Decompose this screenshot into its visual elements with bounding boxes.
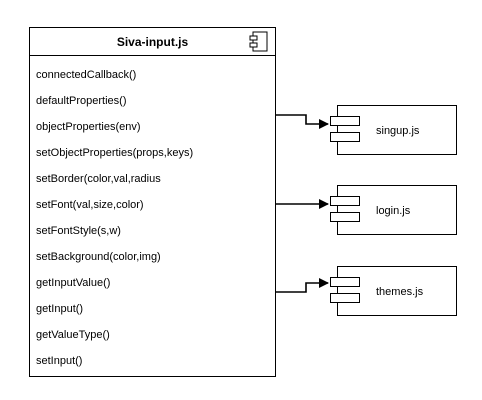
method-item: defaultProperties(): [36, 95, 127, 107]
method-item: getValueType(): [36, 329, 110, 341]
themes-component[interactable]: themes.js: [330, 266, 457, 316]
component-port-bottom: [330, 132, 360, 142]
component-label: singup.js: [376, 125, 420, 137]
component-label: login.js: [376, 205, 411, 217]
method-item: connectedCallback(): [36, 69, 137, 81]
method-item: setFont(val,size,color): [36, 199, 144, 211]
login-component[interactable]: login.js: [330, 185, 457, 235]
component-label: themes.js: [376, 286, 424, 298]
component-title: Siva-input.js: [116, 35, 189, 49]
connector-themes: [276, 278, 329, 293]
connector-singup: [276, 114, 329, 129]
component-port-top: [330, 277, 360, 287]
component-port-top: [330, 196, 360, 206]
method-item: setFontStyle(s,w): [36, 225, 121, 237]
method-item: getInputValue(): [36, 277, 111, 289]
method-item: getInput(): [36, 303, 84, 315]
component-port-bottom: [330, 212, 360, 222]
singup-component[interactable]: singup.js: [330, 105, 457, 155]
siva-input-component[interactable]: Siva-input.js connectedCallback() defaul…: [29, 27, 276, 377]
method-item: setBorder(color,val,radius: [36, 173, 161, 185]
component-port-bottom: [330, 293, 360, 303]
component-port-top: [330, 116, 360, 126]
method-item: setInput(): [36, 355, 83, 367]
method-item: setObjectProperties(props,keys): [36, 147, 194, 159]
component-icon: [249, 31, 268, 52]
component-header: Siva-input.js: [30, 28, 275, 56]
method-item: objectProperties(env): [36, 121, 141, 133]
method-item: setBackground(color,img): [36, 251, 161, 263]
